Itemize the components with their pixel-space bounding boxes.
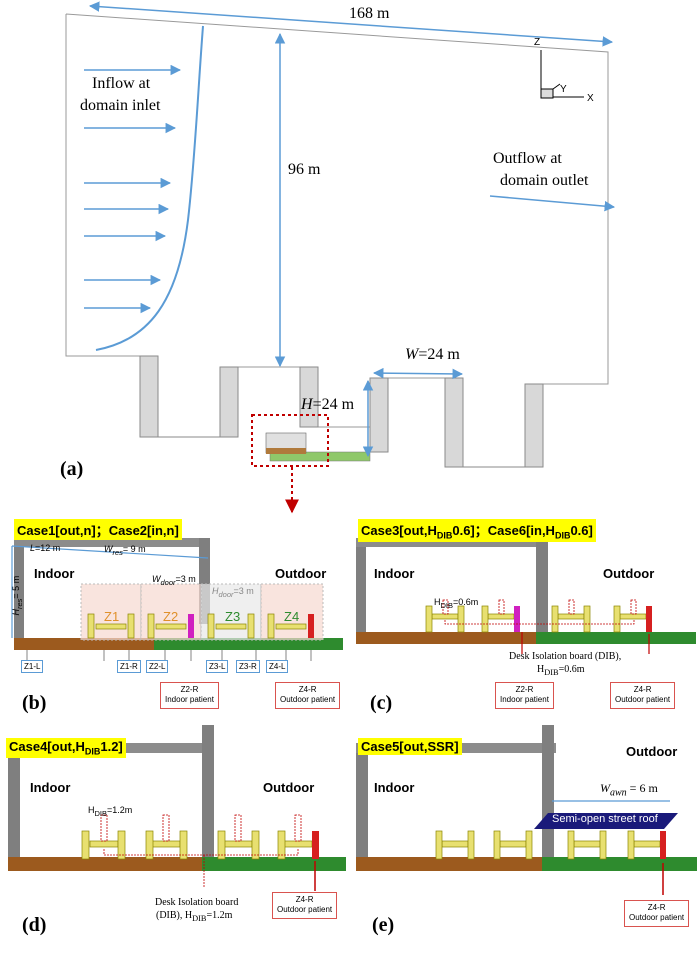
length-dimension: [88, 1, 614, 47]
roof-label: Semi-open street roof: [552, 813, 658, 825]
axis-indicator-icon: [540, 50, 584, 99]
case-title-c: Case3[out,HDIB0.6]；Case6[in,HDIB0.6]: [358, 519, 596, 542]
seat-label-z3-l: Z3-L: [206, 660, 229, 673]
dib-label-d-line1: Desk Isolation board: [155, 897, 239, 908]
axis-z-label: Z: [534, 37, 541, 48]
zone-z2: Z2: [163, 609, 179, 624]
seat-label-z1-l: Z1-L: [21, 660, 44, 673]
inflow-profile-curve: [95, 25, 204, 351]
zone-z4: Z4: [284, 609, 300, 624]
z4r-patient-box-e: Z4-R Outdoor patient: [624, 900, 690, 927]
outdoor-label-c: Outdoor: [603, 566, 655, 581]
l-dimension-label: L=12 m: [30, 543, 61, 553]
hdib-label-d: HDIB=1.2m: [88, 805, 133, 818]
wawn-label: Wawn = 6 m: [600, 781, 658, 799]
panel-a-label: (a): [60, 458, 84, 480]
panel-b: [8, 514, 343, 709]
zoom-region-box: [251, 414, 329, 467]
z4r-patient-box-d: Z4-R Outdoor patient: [272, 892, 338, 919]
case-title-b: Case1[out,n]；Case2[in,n]: [14, 519, 182, 540]
hdoor-dimension-label: Hdoor=3 m: [212, 586, 254, 599]
dib-label-d-line2: (DIB), HDIB=1.2m: [156, 910, 233, 923]
inflow-label-line2: domain inlet: [80, 97, 161, 114]
axis-y-label: Y: [560, 84, 567, 95]
inflow-arrows: [84, 64, 182, 314]
z2r-patient-box-b: Z2-R Indoor patient: [160, 682, 219, 709]
seat-label-z2-l: Z2-L: [146, 660, 169, 673]
case-title-d: Case4[out,HDIB1.2]: [6, 738, 126, 758]
panel-c: [352, 514, 697, 709]
street-width-dimension: [372, 367, 464, 380]
hdib-label-c: HDIB=0.6m: [434, 597, 479, 610]
z4r-patient-box-c: Z4-R Outdoor patient: [610, 682, 676, 709]
dib-label-c-line2: HDIB=0.6m: [537, 664, 585, 677]
wdoor-dimension-label: Wdoor=3 m: [152, 574, 196, 587]
zone-z3: Z3: [225, 609, 241, 624]
indoor-label-e: Indoor: [374, 780, 415, 795]
outdoor-label-b: Outdoor: [275, 566, 327, 581]
zone-z1: Z1: [104, 609, 120, 624]
z4r-patient-box-b: Z4-R Outdoor patient: [275, 682, 341, 709]
length-label: 168 m: [349, 5, 390, 22]
outdoor-label-d: Outdoor: [263, 780, 315, 795]
seat-label-z4-l: Z4-L: [266, 660, 289, 673]
panel-e-label: (e): [372, 914, 395, 936]
outflow-label-line2: domain outlet: [500, 172, 589, 189]
z2r-patient-box-c: Z2-R Indoor patient: [495, 682, 554, 709]
indoor-label-c: Indoor: [374, 566, 415, 581]
height-label: 96 m: [288, 161, 321, 178]
wres-dimension-label: Wres= 9 m: [104, 544, 146, 557]
seat-label-z1-r: Z1-R: [117, 660, 141, 673]
outflow-arrow: [489, 195, 616, 212]
panel-d-label: (d): [22, 914, 47, 936]
seat-label-z3-r: Z3-R: [236, 660, 260, 673]
indoor-label-b: Indoor: [34, 566, 75, 581]
panel-b-label: (b): [22, 692, 47, 714]
street-width-label: W=24 m: [405, 346, 460, 363]
indoor-label-d: Indoor: [30, 780, 71, 795]
panel-c-label: (c): [370, 692, 393, 714]
outdoor-label-e: Outdoor: [626, 744, 678, 759]
semi-open-roof: [534, 813, 678, 829]
axis-x-label: X: [587, 93, 594, 104]
outflow-label-line1: Outflow at: [493, 150, 562, 167]
hres-dimension-label: Hres= 5 m: [11, 575, 24, 616]
domain-diagram: [65, 1, 616, 514]
inflow-label-line1: Inflow at: [92, 75, 151, 92]
dib-label-c-line1: Desk Isolation board (DIB),: [509, 651, 622, 662]
case-title-e: Case5[out,SSR]: [358, 738, 462, 755]
street-height-label: H=24 m: [301, 396, 355, 413]
